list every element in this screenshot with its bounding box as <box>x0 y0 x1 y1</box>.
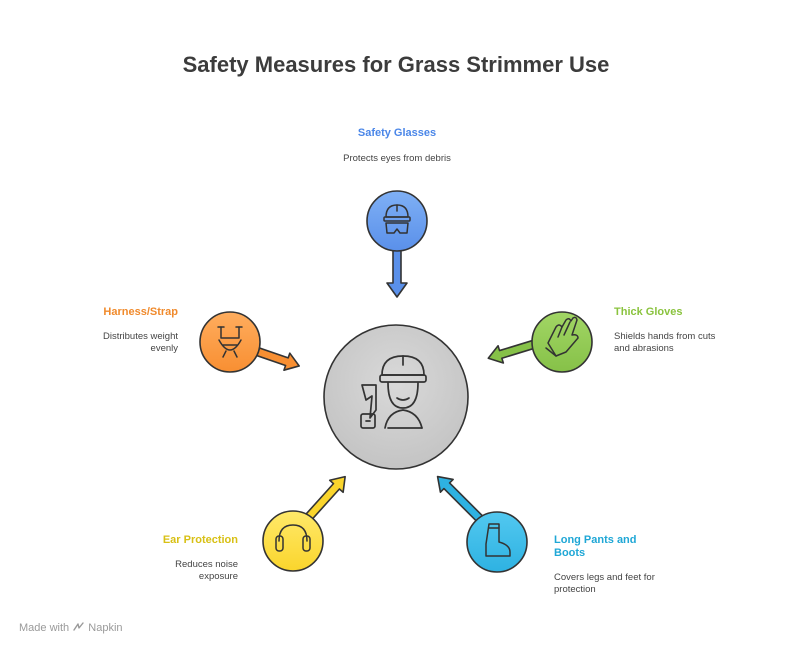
arrow-ear-protection <box>303 475 346 523</box>
harness-strap-node[interactable] <box>199 311 261 373</box>
ear-protection-desc: Reduces noise exposure <box>175 559 238 582</box>
safety-helmet-glasses-icon <box>383 204 411 234</box>
thick-gloves-label: Thick Gloves <box>614 306 683 318</box>
safety-glasses-label: Safety Glasses <box>357 127 437 139</box>
ear-protection-label: Ear Protection <box>162 534 238 546</box>
ear-protection-node[interactable] <box>262 510 324 572</box>
arrow-long-pants-boots <box>436 475 484 523</box>
harness-strap-desc: Distributes weight evenly <box>103 331 178 354</box>
arrow-safety-glasses <box>386 245 408 298</box>
page-title: Safety Measures for Grass Strimmer Use <box>182 52 610 77</box>
long-pants-boots-desc: Covers legs and feet for protection <box>554 572 655 595</box>
glove-icon <box>545 316 579 357</box>
thick-gloves-node[interactable] <box>531 311 593 373</box>
harness-strap-label: Harness/Strap <box>103 306 178 318</box>
earmuffs-icon <box>275 524 311 552</box>
long-pants-boots-label: Long Pants and Boots <box>554 534 637 559</box>
boot-icon <box>485 523 511 557</box>
long-pants-boots-node[interactable] <box>466 511 528 573</box>
safety-glasses-desc: Protects eyes from debris <box>343 153 451 164</box>
worker-with-strimmer-icon <box>360 355 427 429</box>
made-with-footer: Made with Napkin <box>19 622 123 634</box>
thick-gloves-desc: Shields hands from cuts and abrasions <box>614 331 716 354</box>
made-with-label: Made with <box>19 622 70 634</box>
center-node <box>323 324 469 470</box>
napkin-brand: Napkin <box>88 622 123 634</box>
harness-icon <box>217 326 243 358</box>
arrow-thick-gloves <box>487 338 540 364</box>
napkin-logo-icon <box>73 622 84 631</box>
